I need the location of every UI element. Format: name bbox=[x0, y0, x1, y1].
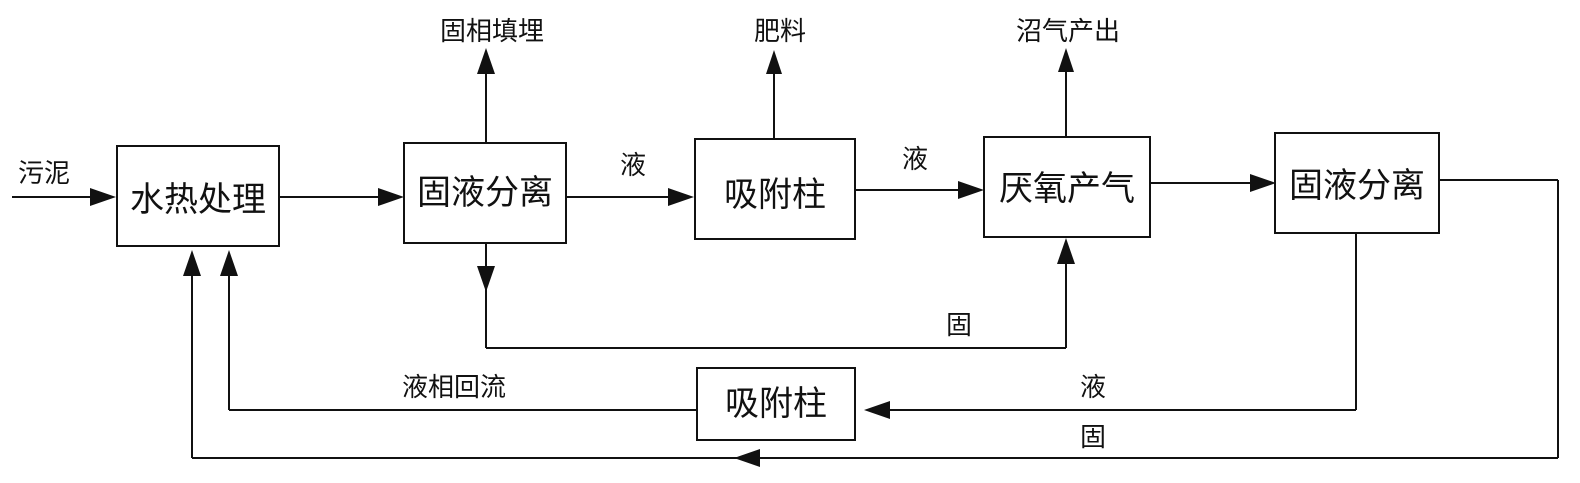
arrow-to-hydrothermal bbox=[90, 188, 116, 206]
adsorption-1-label: 吸附柱 bbox=[724, 175, 826, 215]
separation-2-label: 固液分离 bbox=[1289, 166, 1425, 206]
anaerobic-box: 厌氧产气 bbox=[983, 136, 1151, 238]
arrow-to-landfill bbox=[477, 48, 495, 74]
input-label: 污泥 bbox=[18, 159, 70, 189]
liquid-label-3: 液 bbox=[1080, 373, 1106, 403]
adsorption-2-box: 吸附柱 bbox=[696, 367, 856, 441]
liquid-reflux-label: 液相回流 bbox=[402, 373, 506, 403]
biogas-label: 沼气产出 bbox=[1016, 17, 1120, 47]
solid-to-anaerobic-label: 固 bbox=[946, 311, 972, 341]
solid-landfill-label: 固相填埋 bbox=[440, 17, 544, 47]
arrow-solid-up bbox=[1057, 238, 1075, 264]
separation-1-box: 固液分离 bbox=[403, 142, 567, 244]
adsorption-2-label: 吸附柱 bbox=[725, 384, 827, 424]
hydrothermal-label: 水热处理 bbox=[130, 180, 266, 220]
solid-return-label: 固 bbox=[1080, 423, 1106, 453]
arrow-to-fertilizer bbox=[766, 50, 782, 74]
fertilizer-label: 肥料 bbox=[754, 17, 806, 47]
adsorption-1-box: 吸附柱 bbox=[694, 138, 856, 240]
separation-2-box: 固液分离 bbox=[1274, 132, 1440, 234]
arrow-to-adsorption-2 bbox=[864, 401, 890, 419]
arrow-to-anaerobic bbox=[958, 181, 984, 199]
arrow-return-up bbox=[183, 250, 201, 276]
liquid-label-1: 液 bbox=[620, 151, 646, 181]
arrow-to-biogas bbox=[1058, 48, 1074, 72]
arrow-solid-down bbox=[477, 266, 495, 292]
anaerobic-label: 厌氧产气 bbox=[999, 169, 1135, 209]
separation-1-label: 固液分离 bbox=[417, 173, 553, 213]
arrow-to-adsorption-1 bbox=[668, 188, 694, 206]
arrow-to-separation-1 bbox=[378, 188, 404, 206]
arrow-reflux-up bbox=[220, 250, 238, 276]
hydrothermal-box: 水热处理 bbox=[116, 145, 280, 247]
liquid-label-2: 液 bbox=[902, 145, 928, 175]
arrow-return-left bbox=[734, 449, 760, 467]
arrow-to-separation-2 bbox=[1250, 174, 1276, 192]
